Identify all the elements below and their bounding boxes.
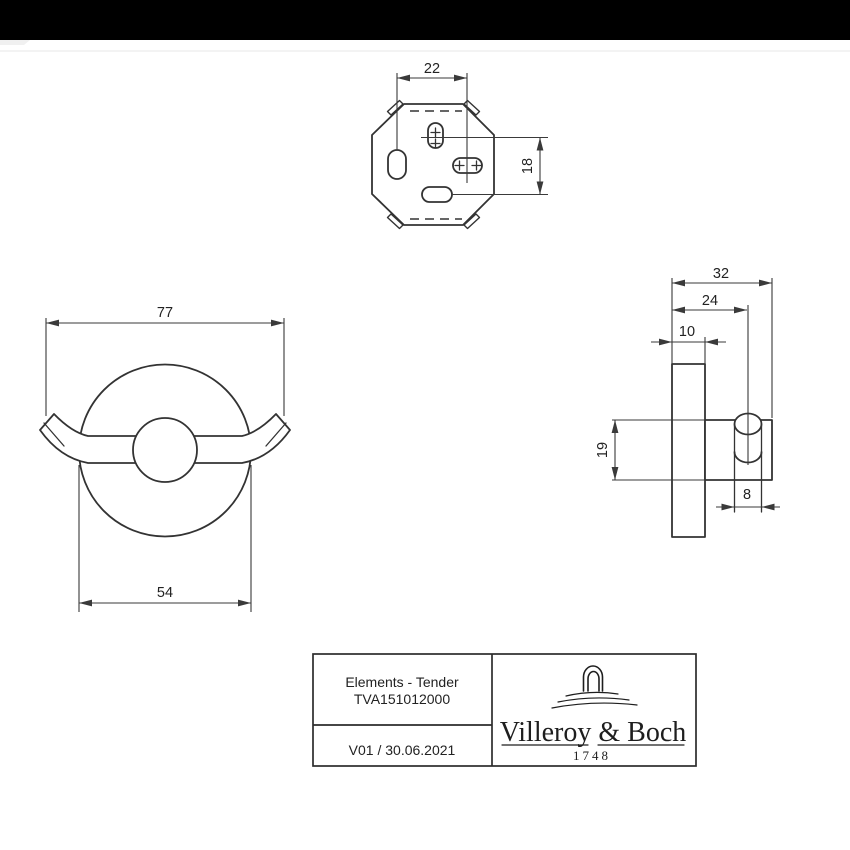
plate-tab-bottom-right: [463, 213, 481, 230]
side-view: 32 24 10 19 8: [595, 266, 780, 538]
top-view-extension-lines: [396, 73, 548, 196]
dimension-label-10: 10: [679, 324, 695, 340]
front-view: 77 54: [39, 305, 291, 612]
article-number: TVA151012000: [354, 691, 450, 707]
plate-tab-bottom-left: [386, 213, 404, 230]
version-date: V01 / 30.06.2021: [349, 742, 456, 758]
villeroy-boch-logo: Villeroy & Boch 1748: [500, 665, 687, 763]
hook-tip-cylinder-sides: [733, 423, 763, 513]
plate-tab-top-left: [386, 99, 404, 116]
brand-year: 1748: [573, 748, 611, 763]
product-series: Elements - Tender: [345, 674, 459, 690]
page-divider-line: [0, 50, 850, 52]
dimension-label-18: 18: [520, 158, 536, 174]
dimension-label-77: 77: [157, 305, 173, 321]
front-view-extension-lines: [45, 318, 285, 612]
plate-tab-top-right: [463, 99, 481, 116]
dimension-label-54: 54: [157, 585, 173, 601]
dimension-label-22: 22: [424, 61, 440, 77]
hook-tip-edge-left: [43, 422, 65, 447]
backplate-side: [671, 363, 706, 538]
title-block: Elements - Tender TVA151012000 V01 / 30.…: [312, 653, 697, 767]
browser-tab-remnant: [0, 40, 30, 45]
screw-cross-marks: [430, 127, 482, 171]
top-black-bar: [0, 0, 850, 40]
water-waves-icon: [551, 691, 638, 709]
hook-tip-edge-right: [265, 422, 287, 447]
dimension-label-19: 19: [595, 442, 611, 458]
arch-icon: [582, 665, 604, 692]
dimension-label-32: 32: [713, 266, 729, 282]
hub-circle: [132, 417, 198, 483]
title-block-border: [312, 653, 697, 767]
mounting-plate-outline: [371, 103, 495, 226]
brand-name: Villeroy & Boch: [500, 717, 687, 748]
top-view: 22 18: [371, 61, 548, 230]
dimension-label-24: 24: [702, 293, 718, 309]
side-view-extension-lines: [612, 278, 773, 481]
dimension-label-8: 8: [743, 487, 751, 503]
